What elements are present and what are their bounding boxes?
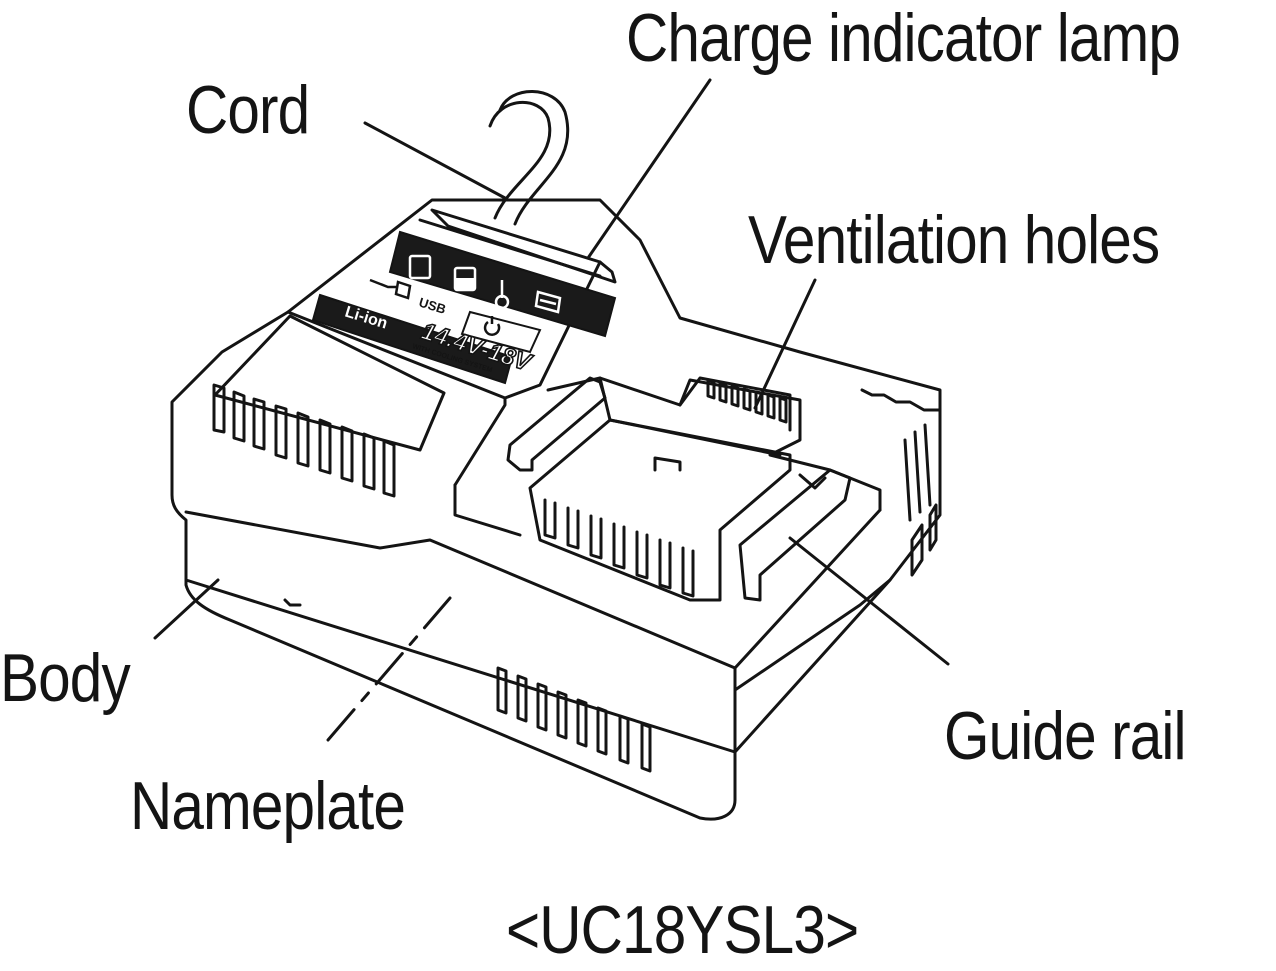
left-vents [212,383,396,498]
label-charge-indicator-lamp: Charge indicator lamp [626,0,1181,76]
usb-plug-icon [369,278,412,300]
label-ventilation-holes: Ventilation holes [748,202,1160,278]
guide-rail-left [506,376,607,472]
body-leader [153,578,220,640]
ventilation-leader [753,278,817,410]
charge-indicator-lamp [430,208,617,284]
cooling-fan-icon [534,290,562,314]
battery-full-icon [453,266,477,292]
right-vents [860,388,942,577]
battery-empty-icon [408,254,432,280]
guide-rail-right [738,468,852,602]
model-caption: <UC18YSL3> [506,892,859,968]
guide-rail-leader [788,536,950,666]
charger-body [170,198,942,821]
charge-lamp-leader [586,78,712,260]
cord-cable [488,101,552,220]
cord-leader [363,121,507,200]
label-cord: Cord [186,72,310,148]
label-nameplate: Nameplate [130,768,406,844]
label-guide-rail: Guide rail [944,698,1187,774]
label-body: Body [0,640,131,716]
thermometer-icon [494,280,510,310]
panel-usb-text: USB [417,295,448,317]
terminal-block [528,418,792,602]
front-vents [496,666,652,773]
nameplate-leader [326,596,452,742]
